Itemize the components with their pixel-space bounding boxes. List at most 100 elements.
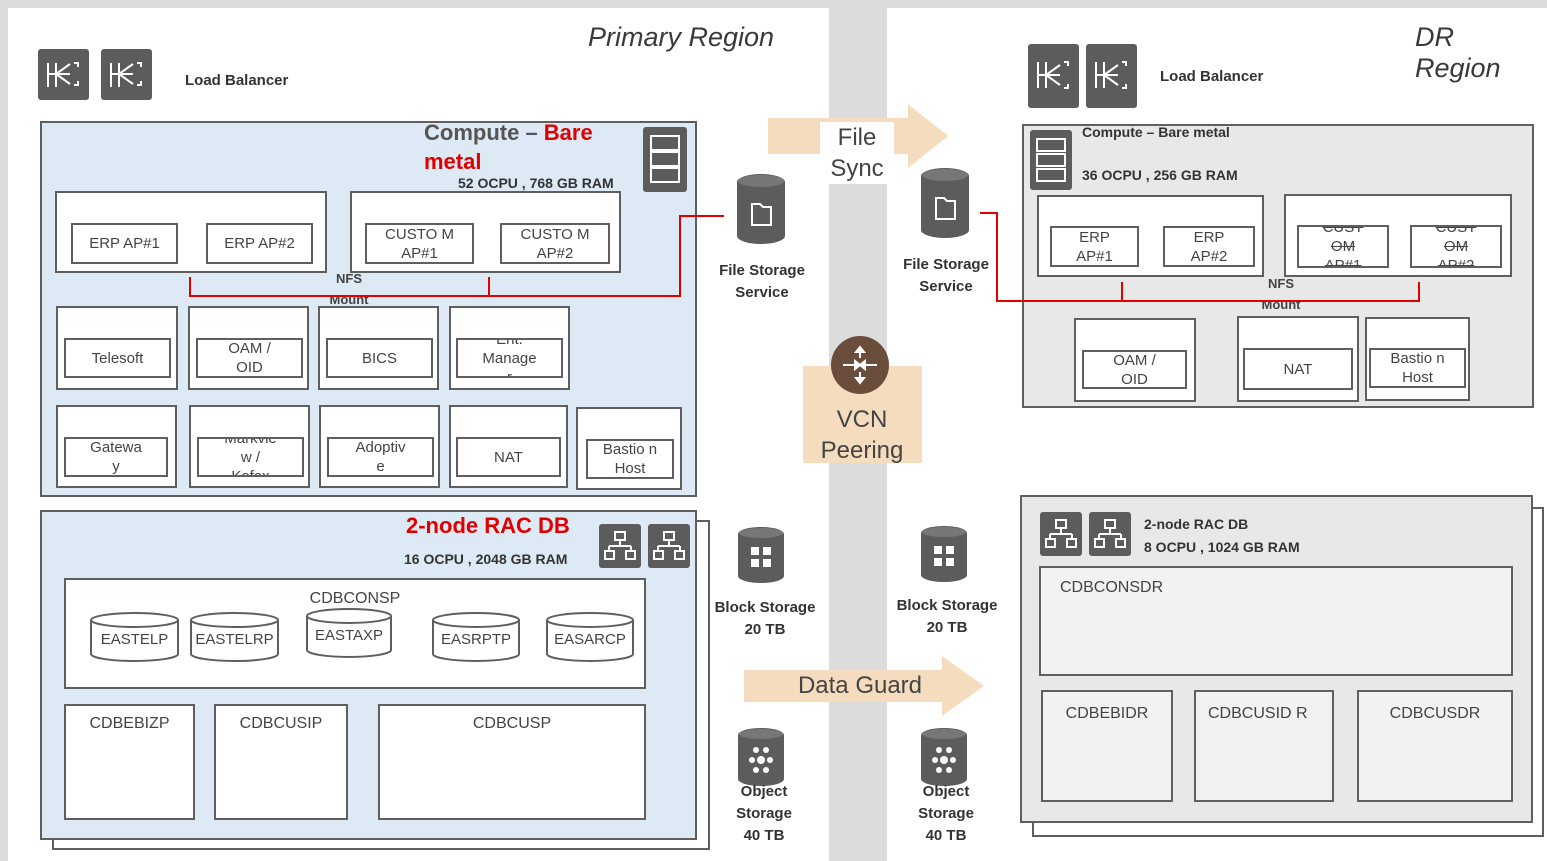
load-balancer-icon [38,49,89,100]
database-name: EASTELP [100,631,169,648]
cdbcusip-label: CDBCUSIP [239,715,323,732]
block-storage-name: Block Storage [714,599,816,616]
erp-ap2: ERP AP#2 [206,223,313,264]
dr-oam-oid-box: OAM / OID [1082,350,1187,389]
object-storage-size: 40 TB [743,827,785,844]
primary-region-title: Primary Region [588,22,775,52]
vcn-peering-label: VCN Peering [820,406,904,464]
nfs-line [1418,282,1420,302]
dr-db-title: 2-node RAC DB [1144,516,1249,532]
primary-compute-specs: 52 OCPU , 768 GB RAM [458,175,614,191]
dr-custom-ap1: CUST OM AP#1 [1297,225,1389,268]
rac-node-icon [1040,512,1082,556]
load-balancer-icon [1086,44,1137,108]
dr-db-specs: 8 OCPU , 1024 GB RAM [1144,539,1300,555]
cdbconsdr-container [1039,566,1513,676]
database-cylinder: EASTELP [90,612,179,662]
dr-custom-ap2: CUST OM AP#2 [1410,225,1502,268]
cdbcusip-container [214,704,348,820]
cdbebidr-container [1041,690,1173,802]
erp-ap1: ERP AP#1 [71,223,178,264]
object-storage-size: 40 TB [925,827,967,844]
dr-erp-ap2: ERP AP#2 [1163,226,1255,267]
compute-title-prefix: Compute – [424,120,544,145]
object-storage-icon [738,728,784,786]
nfs-line [996,212,998,302]
load-balancer-label: Load Balancer [185,72,289,89]
rac-node-icon [1089,512,1131,556]
nfs-line [679,215,724,217]
block-storage-name: Block Storage [896,597,998,614]
cdbebidr-label: CDBEBIDR [1065,705,1149,722]
cdbebizp-container [64,704,195,820]
nfs-line [189,277,191,297]
file-sync-label: File Sync [820,122,894,184]
file-storage-label: File Storage Service [719,262,805,301]
object-storage-label: Object Storage 40 TB [720,781,808,847]
file-storage-icon [737,174,785,244]
data-guard-label: Data Guard [797,672,923,699]
rac-node-icon [599,524,641,568]
database-name: EASARCP [554,631,626,648]
cdbcusp-label: CDBCUSP [472,715,552,732]
block-storage-icon [921,526,967,582]
dr-erp-ap1: ERP AP#1 [1050,226,1139,267]
block-storage-size: 20 TB [744,621,786,638]
database-cylinder: EASARCP [546,612,634,662]
cdbcusidr-label: CDBCUSID R [1208,705,1308,722]
dr-compute-title: Compute – Bare metal [1082,124,1230,140]
database-cylinder: EASTAXP [306,608,392,658]
object-storage-icon [921,728,967,786]
cdbconsp-label: CDBCONSP [309,590,401,607]
dr-nfs-mount-label: NFS Mount [1261,276,1301,312]
load-balancer-icon [101,49,152,100]
nat-box: NAT [456,437,561,477]
rac-node-icon [648,524,690,568]
primary-compute-title: Compute – Bare metal [424,118,624,176]
cdbcusp-container [378,704,646,820]
primary-db-title: 2-node RAC DB [406,513,570,538]
bastion-host-box: Bastio n Host [586,439,674,479]
cdbcusdr-label: CDBCUSDR [1389,705,1481,722]
dr-block-storage-label: Block Storage 20 TB [887,595,1007,639]
nfs-line [980,212,998,214]
ent-manager-box: Ent. Manage r [456,338,563,378]
object-storage-name: Object Storage [918,783,974,822]
nfs-mount-label: NFS Mount [329,271,369,307]
primary-db-specs: 16 OCPU , 2048 GB RAM [404,551,568,567]
dr-region-title: DR Region [1415,22,1501,83]
telesoft-box: Telesoft [64,338,171,378]
router-icon [831,336,889,394]
oam-oid-box: OAM / OID [196,338,303,378]
load-balancer-icon [1028,44,1079,108]
markview-kofax-box: Markvie w / Kofax [197,437,304,477]
nfs-line [189,295,681,297]
nfs-line [996,300,1420,302]
database-name: EASTELRP [195,631,274,648]
load-balancer-label: Load Balancer [1160,68,1264,85]
database-cylinder: EASTELRP [190,612,279,662]
cdbcusdr-container [1357,690,1513,802]
object-storage-name: Object Storage [736,783,792,822]
dr-file-storage-label: File Storage Service [903,256,989,295]
compute-title-highlight: Bare metal [424,120,593,174]
dr-compute-specs: 36 OCPU , 256 GB RAM [1082,167,1238,183]
nfs-line [679,215,681,297]
nfs-line [1121,282,1123,302]
custom-ap1: CUSTO M AP#1 [365,223,474,264]
dr-nat-box: NAT [1243,348,1353,390]
server-icon [1030,130,1072,190]
dr-object-storage-label: Object Storage 40 TB [902,781,990,847]
gateway-box: Gatewa y [64,437,168,477]
database-name: EASRPTP [440,631,512,648]
database-name: EASTAXP [314,627,384,644]
file-storage-icon [921,168,969,238]
nfs-line [488,277,490,297]
server-icon [643,127,687,192]
data-guard-arrow [744,656,984,716]
cdbconsdr-label: CDBCONSDR [1060,579,1164,596]
cdbcusidr-container [1194,690,1334,802]
dr-bastion-host-box: Bastio n Host [1369,348,1466,388]
database-cylinder: EASRPTP [432,612,520,662]
custom-ap2: CUSTO M AP#2 [500,223,610,264]
